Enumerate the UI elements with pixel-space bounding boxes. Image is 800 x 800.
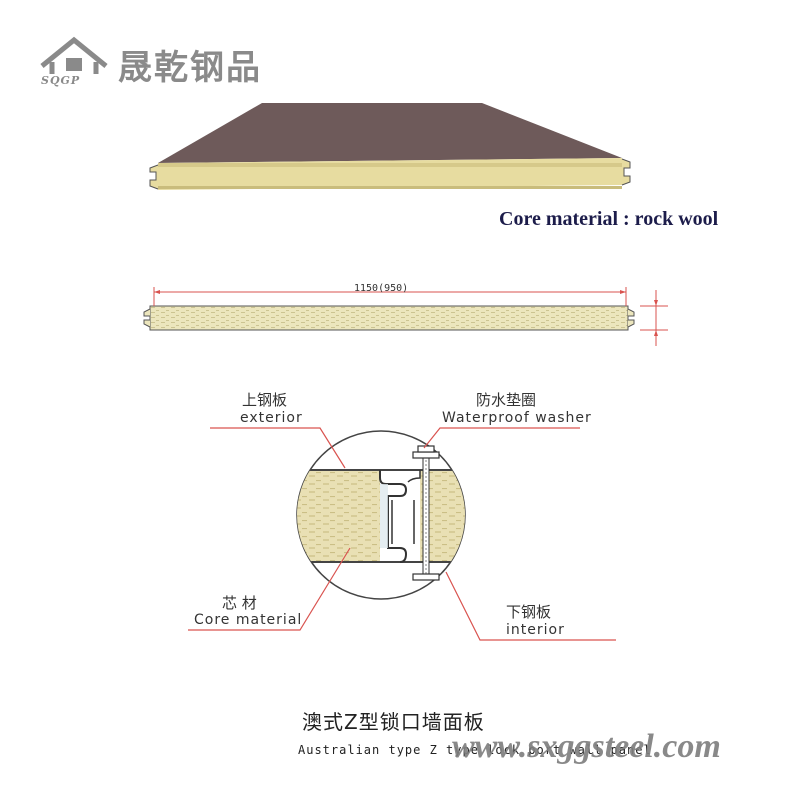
leader-interior xyxy=(445,571,616,641)
label-washer-cn: 防水垫圈 xyxy=(476,391,537,409)
leader-core xyxy=(188,547,351,631)
leader-washer xyxy=(423,427,580,449)
panel-3d xyxy=(149,103,631,190)
diagram-title-cn: 澳式Z型锁口墙面板 xyxy=(302,710,485,734)
label-core-cn: 芯 材 xyxy=(222,594,257,612)
leader-lines xyxy=(188,427,616,641)
panel-width-dimension: 1150(950) xyxy=(354,283,409,294)
label-interior-en: interior xyxy=(506,622,565,638)
label-exterior-cn: 上钢板 xyxy=(242,391,288,409)
joint-detail xyxy=(296,430,466,600)
logo-name: 晟乾钢品 xyxy=(118,48,262,88)
website-watermark: www.sxggsteel.com xyxy=(452,728,721,765)
leader-exterior xyxy=(210,427,346,469)
panel-top-steel xyxy=(158,103,622,163)
label-exterior-en: exterior xyxy=(240,410,303,426)
logo-abbreviation: SQGP xyxy=(41,74,81,87)
label-washer-en: Waterproof washer xyxy=(442,410,592,426)
diagram-title-en: Australian type Z type lock port wall pa… xyxy=(298,743,652,757)
label-core-en: Core material xyxy=(194,612,303,628)
panel-cross-section xyxy=(143,287,668,346)
label-interior-cn: 下钢板 xyxy=(506,603,552,621)
panel-rock-wool-front xyxy=(158,158,622,190)
core-material-caption: Core material : rock wool xyxy=(499,208,719,230)
